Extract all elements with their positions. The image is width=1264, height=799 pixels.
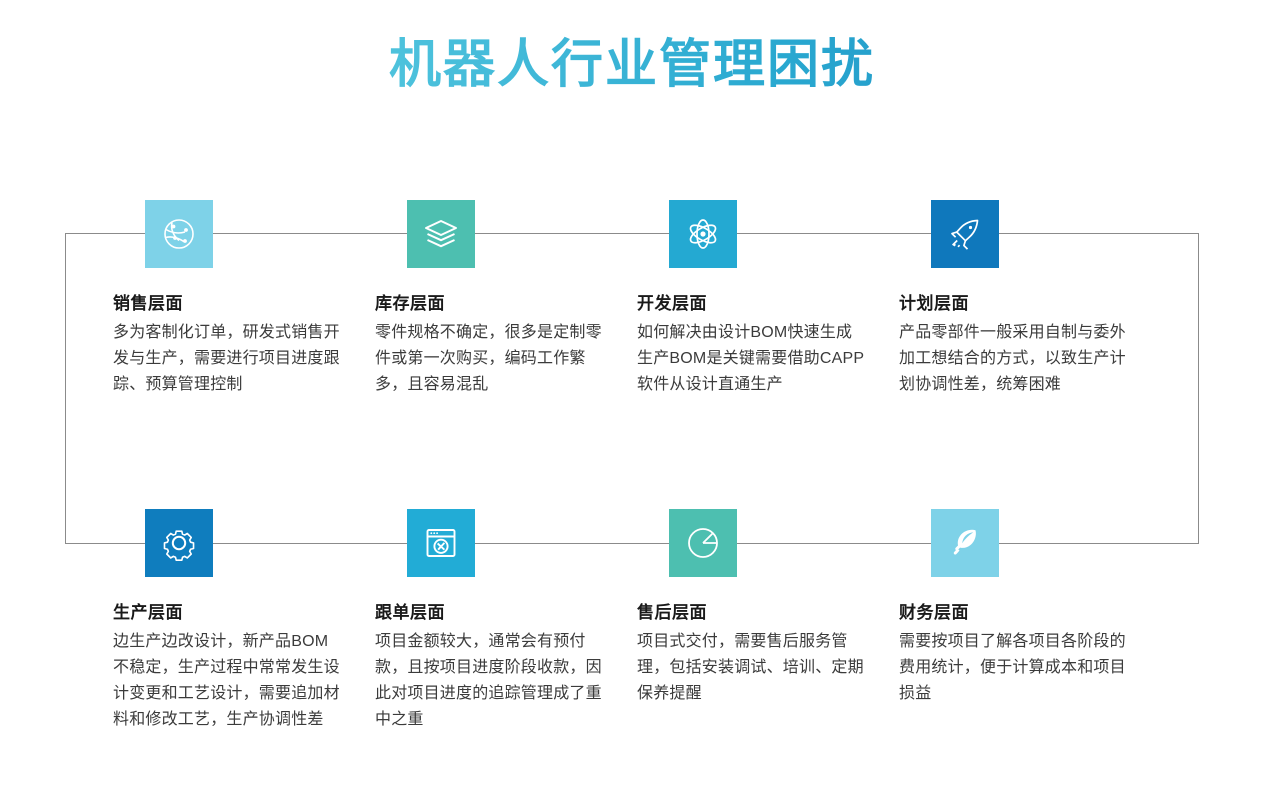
card-development[interactable]: 开发层面 如何解决由设计BOM快速生成生产BOM是关键需要借助CAPP软件从设计… (637, 200, 873, 398)
card-icon-tile-order-tracking (407, 509, 475, 577)
card-title-sales: 销售层面 (113, 294, 183, 313)
card-title-development: 开发层面 (637, 294, 707, 313)
feather-icon (945, 523, 985, 563)
card-icon-tile-development (669, 200, 737, 268)
card-title-production: 生产层面 (113, 603, 183, 622)
card-after-sales[interactable]: 售后层面 项目式交付，需要售后服务管理，包括安装调试、培训、定期保养提醒 (637, 509, 873, 707)
card-finance[interactable]: 财务层面 需要按项目了解各项目各阶段的费用统计，便于计算成本和项目损益 (899, 509, 1135, 707)
browser-compass-icon (421, 523, 461, 563)
card-body-inventory: 零件规格不确定，很多是定制零件或第一次购买，编码工作繁多，且容易混乱 (375, 324, 602, 394)
card-body-sales: 多为客制化订单，研发式销售开发与生产，需要进行项目进度跟踪、预算管理控制 (113, 324, 340, 394)
card-body-after-sales: 项目式交付，需要售后服务管理，包括安装调试、培训、定期保养提醒 (637, 633, 864, 703)
card-body-production: 边生产边改设计，新产品BOM不稳定，生产过程中常常发生设计变更和工艺设计，需要追… (113, 633, 340, 729)
card-production[interactable]: 生产层面 边生产边改设计，新产品BOM不稳定，生产过程中常常发生设计变更和工艺设… (113, 509, 349, 733)
card-inventory[interactable]: 库存层面 零件规格不确定，很多是定制零件或第一次购买，编码工作繁多，且容易混乱 (375, 200, 611, 398)
card-sales[interactable]: 销售层面 多为客制化订单，研发式销售开发与生产，需要进行项目进度跟踪、预算管理控… (113, 200, 349, 398)
card-title-finance: 财务层面 (899, 603, 969, 622)
card-title-inventory: 库存层面 (375, 294, 445, 313)
atom-icon (683, 214, 723, 254)
globe-network-icon (159, 214, 199, 254)
card-planning[interactable]: 计划层面 产品零部件一般采用自制与委外加工想结合的方式，以致生产计划协调性差，统… (899, 200, 1135, 398)
page-title: 机器人行业管理困扰 (0, 36, 1264, 96)
layers-stack-icon (421, 214, 461, 254)
card-icon-tile-after-sales (669, 509, 737, 577)
card-title-planning: 计划层面 (899, 294, 969, 313)
rocket-icon (945, 214, 985, 254)
card-icon-tile-planning (931, 200, 999, 268)
card-body-development: 如何解决由设计BOM快速生成生产BOM是关键需要借助CAPP软件从设计直通生产 (637, 324, 865, 394)
card-order-tracking[interactable]: 跟单层面 项目金额较大，通常会有预付款，且按项目进度阶段收款，因此对项目进度的追… (375, 509, 611, 733)
card-icon-tile-production (145, 509, 213, 577)
card-icon-tile-sales (145, 200, 213, 268)
card-body-finance: 需要按项目了解各项目各阶段的费用统计，便于计算成本和项目损益 (899, 633, 1126, 703)
card-icon-tile-inventory (407, 200, 475, 268)
card-icon-tile-finance (931, 509, 999, 577)
card-title-after-sales: 售后层面 (637, 603, 707, 622)
gear-icon (159, 523, 199, 563)
card-title-order-tracking: 跟单层面 (375, 603, 445, 622)
pie-chart-icon (683, 523, 723, 563)
card-body-order-tracking: 项目金额较大，通常会有预付款，且按项目进度阶段收款，因此对项目进度的追踪管理成了… (375, 633, 602, 729)
card-body-planning: 产品零部件一般采用自制与委外加工想结合的方式，以致生产计划协调性差，统筹困难 (899, 324, 1126, 394)
